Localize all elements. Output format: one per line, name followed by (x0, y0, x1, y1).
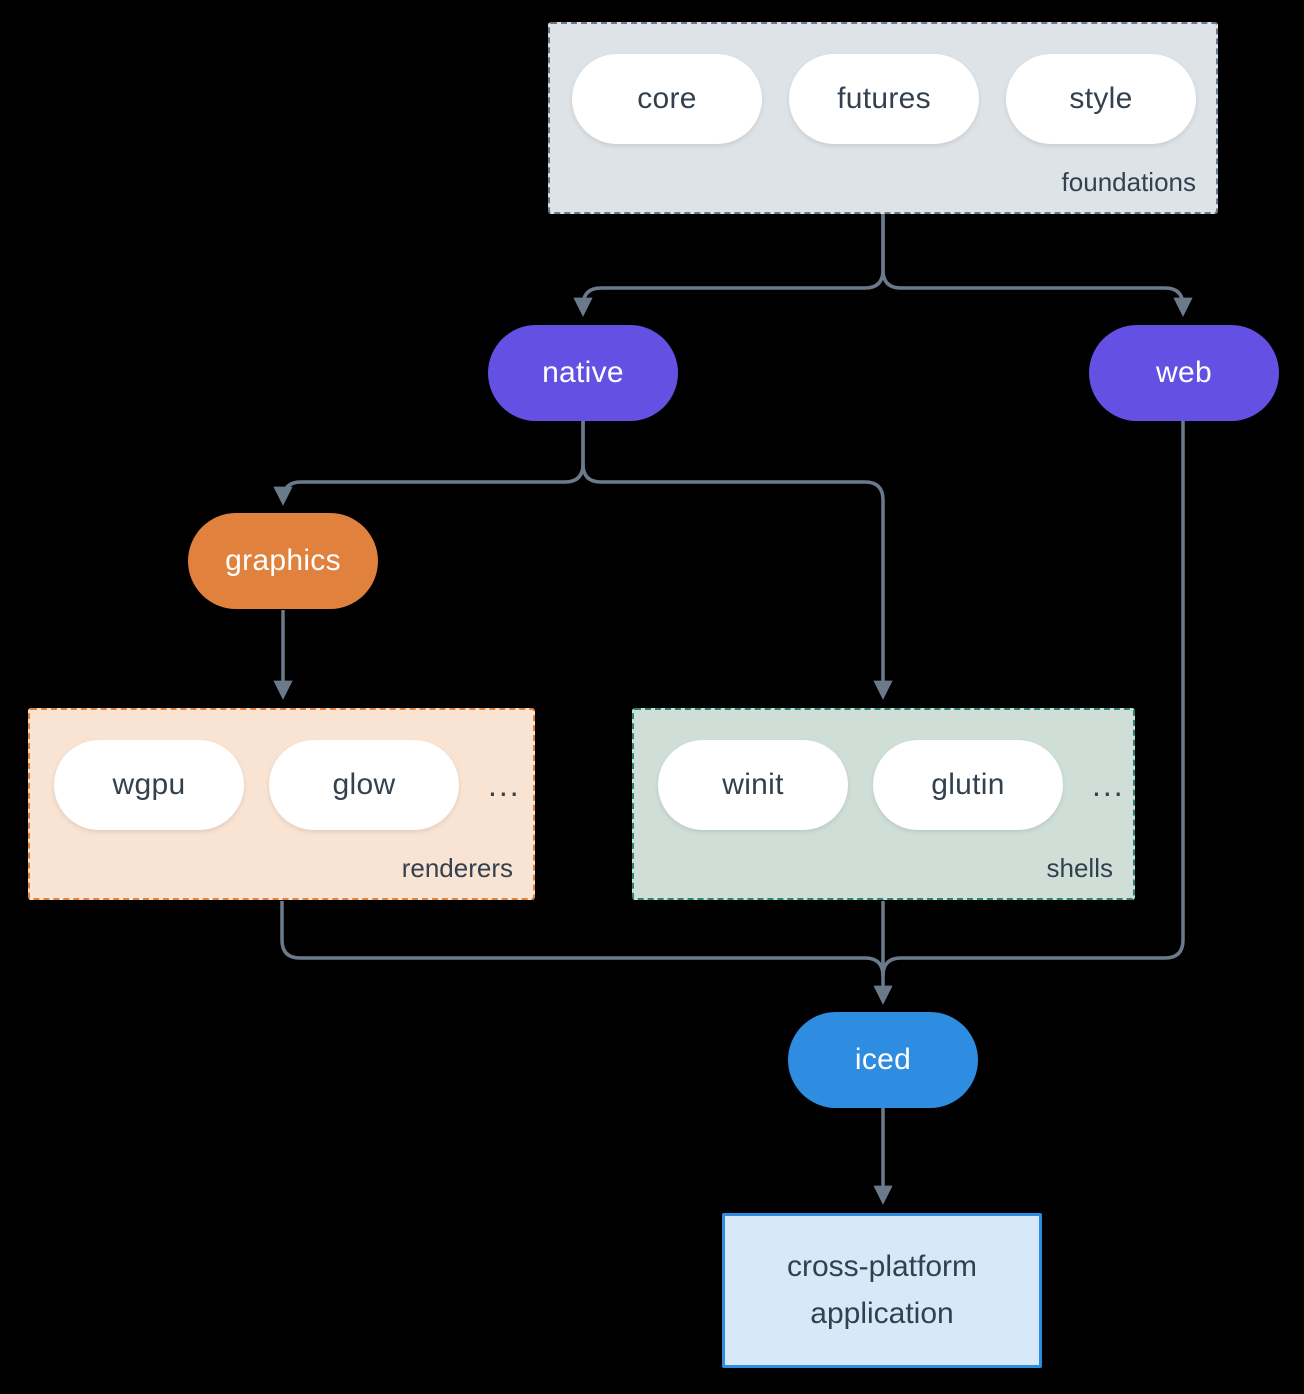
shells-label: shells (1046, 853, 1113, 883)
edge-foundations-web (881, 214, 1193, 317)
node-glow: glow (269, 740, 459, 830)
edge-foundations-native (573, 214, 885, 317)
node-iced: iced (788, 1012, 978, 1108)
foundations-pill-row: core futures style (550, 24, 1216, 144)
node-style: style (1006, 54, 1196, 144)
edge-web-merge (881, 420, 1185, 977)
node-winit: winit (658, 740, 848, 830)
renderers-ellipsis: ... (488, 766, 521, 803)
foundations-label: foundations (1061, 167, 1196, 197)
node-glutin: glutin (873, 740, 1063, 830)
node-futures: futures (789, 54, 979, 144)
renderers-group: wgpu glow ... renderers (28, 708, 535, 900)
node-graphics: graphics (188, 513, 378, 609)
foundations-group: core futures style foundations (548, 22, 1218, 214)
renderers-pill-row: wgpu glow ... (30, 710, 533, 830)
shells-group: winit glutin ... shells (632, 708, 1135, 900)
shells-ellipsis: ... (1092, 766, 1125, 803)
node-core: core (572, 54, 762, 144)
renderers-label: renderers (401, 853, 513, 883)
node-cross-platform-application: cross-platform application (722, 1213, 1042, 1368)
node-web: web (1089, 325, 1279, 421)
edge-renderers-merge (280, 901, 885, 977)
node-native: native (488, 325, 678, 421)
node-wgpu: wgpu (54, 740, 244, 830)
shells-pill-row: winit glutin ... (634, 710, 1133, 830)
edge-native-graphics (273, 421, 585, 506)
edge-native-shells (581, 421, 893, 700)
